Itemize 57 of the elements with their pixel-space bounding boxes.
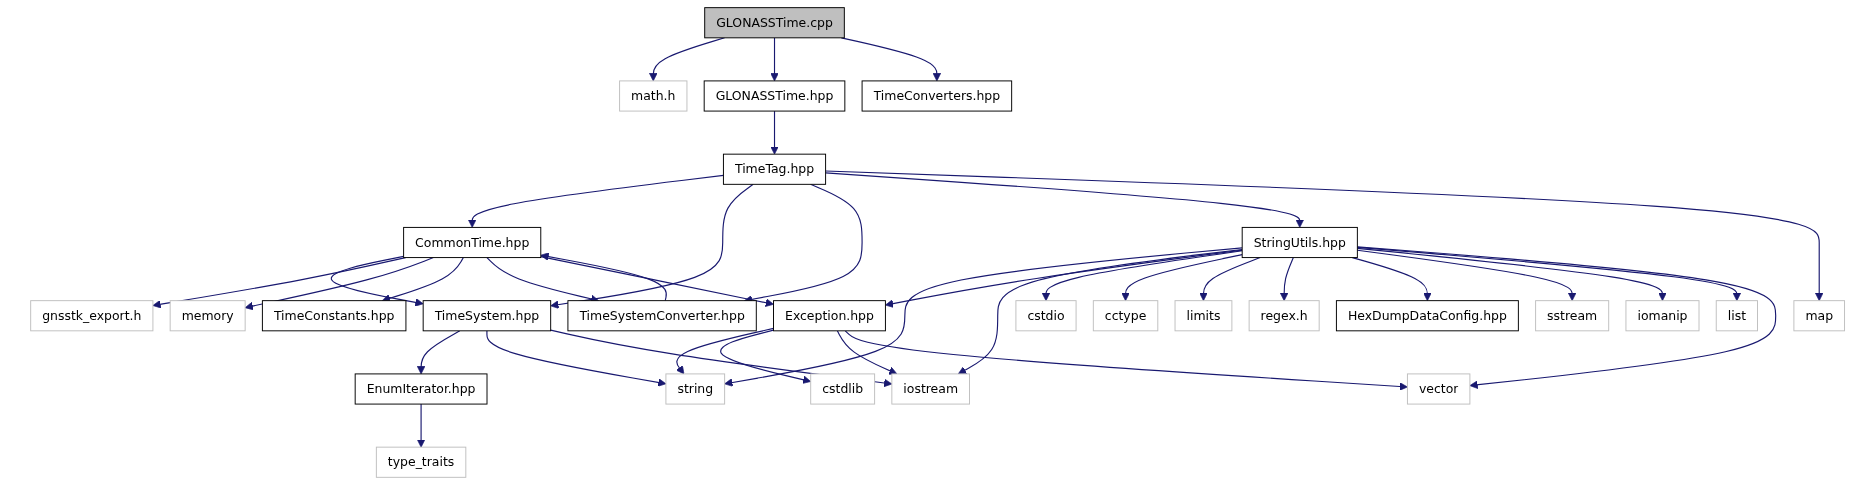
node-box: vector (1407, 373, 1471, 405)
arrow (540, 256, 775, 307)
arrow (841, 37, 942, 82)
node-box: map (1793, 300, 1846, 332)
node-box: regex.h (1249, 300, 1321, 332)
node-box: iomanip (1625, 300, 1700, 332)
node-box: TimeSystemConverter.hpp (567, 300, 758, 332)
node-box: TimeConverters.hpp (862, 80, 1013, 112)
arrow (1352, 257, 1432, 302)
arrow (540, 252, 668, 302)
node-box: cctype (1093, 300, 1159, 332)
arrow (1280, 257, 1295, 302)
node-box: math.h (619, 80, 688, 112)
arrow (676, 327, 775, 375)
node-box: list (1716, 300, 1759, 332)
node-box: memory (170, 300, 246, 332)
arrow (958, 248, 1244, 375)
node-box: TimeConstants.hpp (262, 300, 407, 332)
arrow (825, 170, 1824, 302)
arrow (845, 330, 1409, 391)
arrow (720, 329, 812, 384)
node-box: sstream (1535, 300, 1610, 332)
node-box: cstdio (1015, 300, 1077, 332)
node-box: TimeTag.hpp (723, 153, 827, 185)
arrow (417, 403, 426, 448)
arrow (152, 257, 407, 309)
node-box: GLONASSTime.hpp (704, 80, 846, 112)
node-box: TimeSystem.hpp (423, 300, 552, 332)
arrow (1357, 246, 1777, 389)
node-box: EnumIterator.hpp (355, 373, 488, 405)
arrow (486, 330, 667, 387)
node-box: gnsstk_export.h (30, 300, 154, 332)
node-box: cstdlib (810, 373, 876, 405)
arrow (1357, 247, 1668, 302)
arrow (885, 249, 1244, 308)
node-box: limits (1174, 300, 1233, 332)
node-box: type_traits (376, 446, 467, 478)
arrow (770, 37, 780, 82)
arrow (825, 172, 1305, 228)
arrow (770, 110, 780, 155)
arrow (468, 174, 725, 228)
arrow (837, 330, 898, 375)
arrow (417, 330, 461, 375)
node-box: HexDumpDataConfig.hpp (1336, 300, 1520, 332)
arrow (724, 247, 1244, 387)
node-box: string (665, 373, 726, 405)
node-box: iostream (891, 373, 971, 405)
arrow (1121, 254, 1244, 302)
arrow (1042, 250, 1244, 302)
arrow (331, 255, 424, 307)
node-box: CommonTime.hpp (403, 226, 542, 259)
node-box: StringUtils.hpp (1242, 226, 1359, 259)
arrow (1357, 249, 1577, 302)
node-box: Exception.hpp (773, 300, 887, 332)
node-box: GLONASSTime.cpp (704, 7, 846, 39)
arrow (550, 183, 755, 309)
arrow (1357, 246, 1742, 302)
